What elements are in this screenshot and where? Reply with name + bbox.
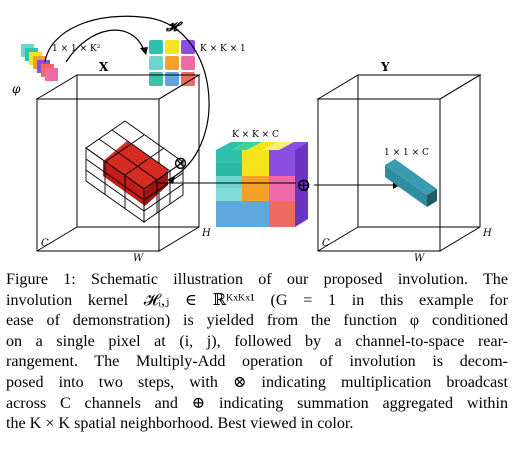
kernel-to-grid-arrow (65, 29, 144, 63)
input-h-label: H (201, 228, 211, 239)
figure-caption: Figure 1: Schematic illustration of our … (6, 270, 508, 435)
sum-symbol: ⊕ (296, 175, 311, 196)
phi-arrowhead (167, 176, 175, 184)
output-c-label: C (322, 238, 330, 249)
kernel-vector-stack (21, 44, 58, 81)
input-c-label: C (41, 238, 49, 249)
output-w-label: W (414, 253, 425, 262)
output-cube-y (316, 74, 482, 252)
output-pixel-bar (385, 159, 437, 207)
kernel-reshaped-label: K × K × 1 (200, 44, 246, 54)
kernel-grid (149, 40, 195, 86)
phi-curve (44, 15, 210, 181)
kernel-to-grid-arrowhead (140, 47, 148, 55)
caption-line: posed into two steps, with ⊗ indicating … (6, 373, 508, 391)
output-pixel-label: 1 × 1 × C (384, 148, 429, 158)
output-label: Y (380, 60, 390, 74)
multiply-symbol: ⊗ (173, 153, 188, 174)
caption-line: on a single pixel at (i, j), followed by… (6, 332, 508, 350)
caption-line: ease of demonstration) is yielded from t… (6, 312, 508, 330)
involution-diagram: 1 × 1 × K² 𝓗 K × K × 1 φ X C W H (12, 15, 492, 262)
kkc-tensor (216, 142, 308, 227)
input-w-label: W (133, 253, 144, 262)
caption-line: Figure 1: Schematic illustration of our … (6, 271, 508, 288)
sliding-window (85, 120, 184, 223)
caption-line: across C channels and ⊕ indicating summa… (6, 394, 508, 412)
caption-line: the K × K spatial neighborhood. Best vie… (6, 415, 354, 433)
caption-line: rangement. The Multiply-Add operation of… (6, 353, 508, 371)
tensor-kkc-label: K × K × C (232, 130, 279, 140)
output-h-label: H (482, 228, 492, 239)
input-label: X (99, 60, 109, 74)
caption-line: involution kernel 𝓗ᵢ,ⱼ ∈ ℝᴷˣᴷˣ¹ (G = 1 i… (6, 291, 508, 309)
phi-symbol: φ (12, 82, 21, 96)
